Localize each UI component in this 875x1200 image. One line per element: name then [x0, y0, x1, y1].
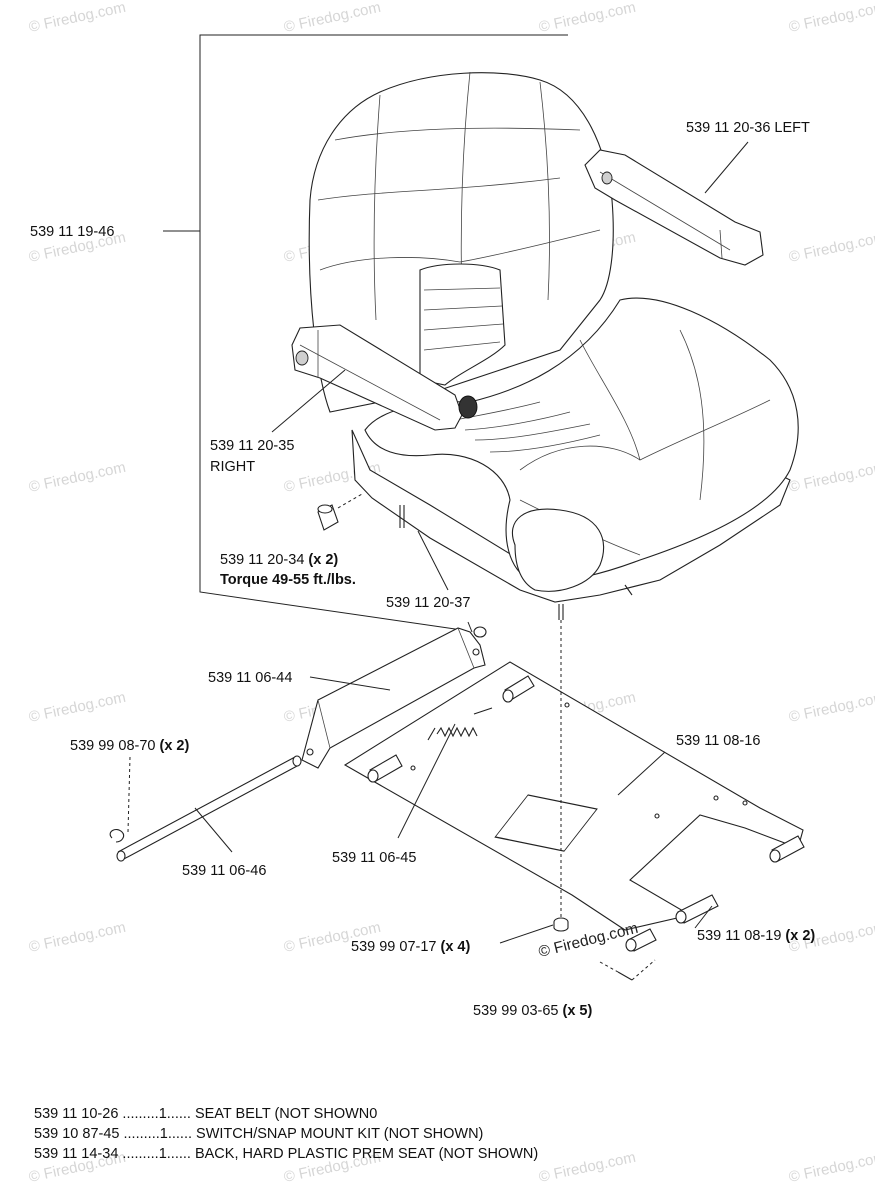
- watermark: © Firedog.com: [27, 0, 127, 36]
- callout-cotter-qty: (x 5): [563, 1003, 593, 1019]
- note-dots: .........: [118, 1146, 159, 1162]
- note-dots: ......: [166, 1106, 191, 1122]
- note-description: BACK, HARD PLASTIC PREM SEAT (NOT SHOWN): [190, 1146, 539, 1162]
- armrest-right: [291, 324, 463, 431]
- watermark: © Firedog.com: [27, 689, 127, 726]
- lumbar-panel: [419, 263, 506, 386]
- callout-clip-qty: (x 2): [160, 738, 190, 754]
- note-qty: 1: [158, 1106, 167, 1122]
- seat-base-frame: [351, 429, 791, 603]
- callout-bolt: 539 11 20-34 (x 2): [220, 552, 338, 568]
- watermark: © Firedog.com: [787, 459, 875, 496]
- parts-note-row: 539 11 10-26 .........1...... SEAT BELT …: [34, 1104, 538, 1124]
- note-part-number: 539 11 10-26: [34, 1106, 119, 1122]
- callout-nut: 539 99 07-17 (x 4): [351, 939, 470, 955]
- callout-bolt-qty: (x 2): [308, 552, 338, 568]
- parts-note-row: 539 11 14-34 .........1...... BACK, HARD…: [34, 1144, 538, 1164]
- callout-nut-part: 539 99 07-17: [351, 939, 436, 955]
- copyright-center: © Firedog.com: [537, 920, 640, 961]
- note-dots: ......: [167, 1126, 193, 1142]
- watermark: © Firedog.com: [787, 229, 875, 266]
- not-shown-parts-list: 539 11 10-26 .........1...... SEAT BELT …: [34, 1104, 538, 1164]
- callout-cotter-part: 539 99 03-65: [473, 1003, 558, 1019]
- callout-armrest-left: 539 11 20-36 LEFT: [686, 120, 810, 136]
- watermark: © Firedog.com: [537, 1149, 637, 1186]
- pivot-rod: [116, 755, 302, 862]
- note-qty: 1: [159, 1126, 168, 1142]
- callout-seat-pan: 539 11 08-16: [676, 733, 760, 749]
- callout-spring: 539 11 06-45: [332, 850, 416, 866]
- callout-bolt-part: 539 11 20-34: [220, 552, 304, 568]
- note-description: SWITCH/SNAP MOUNT KIT (NOT SHOWN): [192, 1126, 484, 1142]
- seat-pan-cutout: [494, 794, 598, 852]
- backrest-bracket: [163, 34, 568, 631]
- watermark: © Firedog.com: [27, 919, 127, 956]
- seat-pan: [343, 661, 804, 931]
- callout-bolt-torque: Torque 49-55 ft./lbs.: [220, 572, 356, 588]
- hinge-bracket: [301, 627, 486, 769]
- watermark: © Firedog.com: [537, 0, 637, 36]
- parts-note-row: 539 10 87-45 .........1...... SWITCH/SNA…: [34, 1124, 538, 1144]
- lock-nut: [553, 917, 569, 932]
- seat-assembly: [291, 71, 799, 620]
- callout-nut-qty: (x 4): [441, 939, 471, 955]
- note-description: SEAT BELT (NOT SHOWN0: [190, 1106, 378, 1122]
- note-part-number: 539 11 14-34: [34, 1146, 119, 1162]
- callout-hinge-bracket: 539 11 06-44: [208, 670, 292, 686]
- seat-front-roll: [511, 508, 605, 592]
- callout-seat-base: 539 11 20-37: [386, 595, 470, 611]
- callout-cotter-pin: 539 99 03-65 (x 5): [473, 1003, 592, 1019]
- hinge-pan-assembly: [109, 620, 805, 981]
- cotter-pin: [599, 959, 656, 981]
- spring: [427, 707, 493, 741]
- note-part-number: 539 10 87-45: [34, 1126, 120, 1142]
- leader-lines: [127, 141, 749, 944]
- seat-bolt: [317, 493, 363, 531]
- callout-bushing: 539 11 08-19 (x 2): [697, 928, 815, 944]
- clip: [109, 829, 125, 843]
- bushing: [625, 894, 719, 952]
- watermark: © Firedog.com: [787, 689, 875, 726]
- note-dots: .........: [119, 1126, 160, 1142]
- watermark: © Firedog.com: [27, 459, 127, 496]
- callout-armrest-right-side: RIGHT: [210, 459, 255, 475]
- watermark: © Firedog.com: [787, 1149, 875, 1186]
- callout-bushing-qty: (x 2): [785, 928, 815, 944]
- callout-backrest: 539 11 19-46: [30, 224, 114, 240]
- watermark: © Firedog.com: [282, 0, 382, 36]
- callout-pivot-rod: 539 11 06-46: [182, 863, 266, 879]
- callout-bushing-part: 539 11 08-19: [697, 928, 781, 944]
- callout-clip-part: 539 99 08-70: [70, 738, 155, 754]
- note-qty: 1: [158, 1146, 167, 1162]
- note-dots: .........: [118, 1106, 159, 1122]
- watermark: © Firedog.com: [787, 0, 875, 36]
- callout-armrest-right: 539 11 20-35: [210, 438, 294, 454]
- callout-clip: 539 99 08-70 (x 2): [70, 738, 189, 754]
- callout-labels: 539 11 19-46 539 11 20-36 LEFT 539 11 20…: [30, 120, 815, 1019]
- armrest-left: [584, 149, 764, 266]
- note-dots: ......: [166, 1146, 191, 1162]
